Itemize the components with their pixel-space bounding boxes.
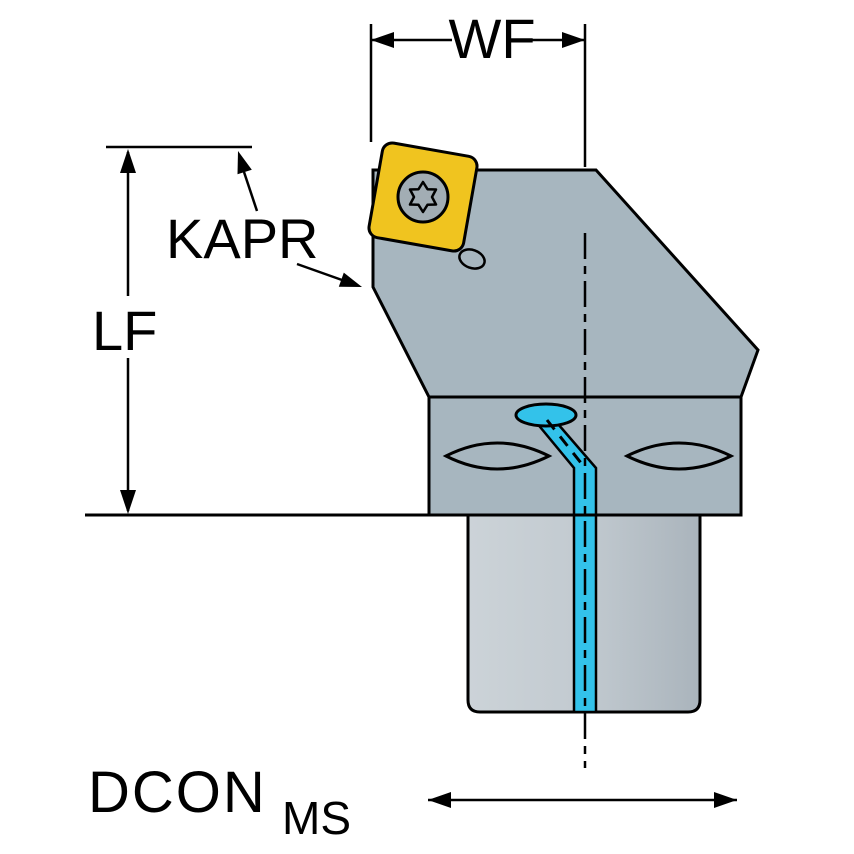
cutting-insert-group — [367, 141, 486, 270]
dcon-arrow-right-icon — [714, 792, 737, 808]
coolant-inlet — [514, 402, 578, 428]
lf-dimension: LF — [92, 145, 252, 514]
wf-arrow-right-icon — [562, 32, 585, 48]
coolant-slot-left — [442, 441, 553, 471]
dcon-dimension: DCON MS — [88, 760, 737, 844]
torx-socket-icon — [408, 180, 438, 214]
dcon-subscript-label: MS — [282, 792, 351, 844]
dcon-arrow-left-icon — [428, 792, 451, 808]
dcon-label: DCON — [88, 760, 267, 825]
wf-dimension: WF — [369, 7, 587, 167]
coolant-slot-right — [623, 441, 735, 471]
insert-screw — [396, 170, 450, 224]
coolant-hidden-line — [545, 419, 587, 469]
kapr-leader-line-up — [242, 171, 259, 212]
kapr-leader-line-right — [296, 262, 343, 282]
lf-label: LF — [92, 299, 157, 362]
kapr-label: KAPR — [166, 207, 319, 270]
lf-arrow-up-icon — [120, 149, 136, 173]
kapr-annotation: KAPR — [166, 151, 362, 287]
wf-arrow-left-icon — [371, 32, 394, 48]
lf-arrow-down-icon — [120, 490, 136, 514]
clamp-hole — [458, 248, 486, 270]
kapr-arrow-right-icon — [338, 272, 362, 287]
wf-label: WF — [448, 7, 535, 70]
kapr-arrow-up-icon — [237, 151, 252, 175]
coolant-channel-group — [514, 402, 598, 714]
